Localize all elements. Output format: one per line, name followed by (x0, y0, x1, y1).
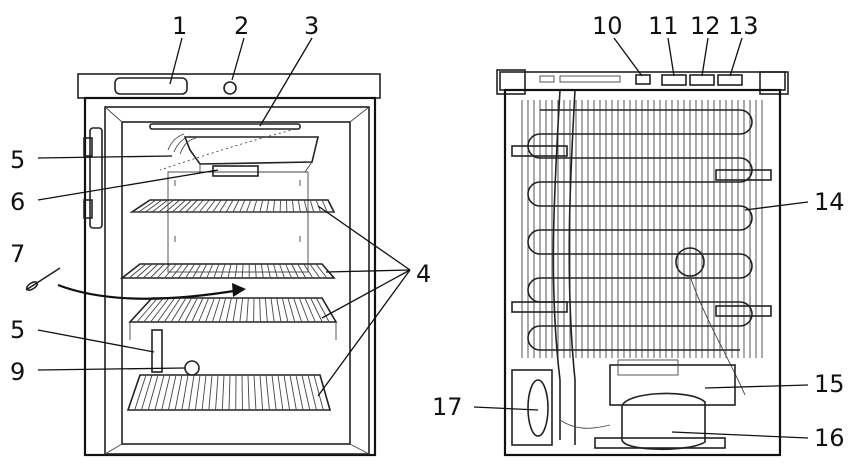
shelf-3 (130, 298, 336, 340)
callout-5-bottom: 5 (10, 316, 25, 344)
callout-16: 16 (814, 424, 845, 452)
shelf-2 (122, 264, 334, 278)
indicator-knob (224, 82, 236, 94)
shelf-4 (128, 375, 330, 410)
callout-4: 4 (416, 260, 431, 288)
front-view (25, 74, 380, 455)
callout-13: 13 (728, 12, 759, 40)
drain-hole (185, 361, 199, 375)
sensor-clip (152, 330, 162, 372)
thermostat (213, 166, 258, 176)
shelf-1 (132, 200, 334, 212)
callout-3: 3 (304, 12, 319, 40)
callout-2: 2 (234, 12, 249, 40)
callout-5-top: 5 (10, 146, 25, 174)
display-panel (115, 78, 187, 94)
callout-15: 15 (814, 370, 845, 398)
back-view (497, 70, 788, 455)
callout-17: 17 (432, 393, 463, 421)
door-frame (105, 107, 369, 454)
callout-6: 6 (10, 188, 25, 216)
fan-motor (528, 380, 548, 436)
connector-11 (662, 75, 686, 85)
connector-12 (690, 75, 714, 85)
temperature-probe (25, 268, 60, 292)
callout-11: 11 (648, 12, 679, 40)
cabinet-body (85, 98, 375, 455)
callout-10: 10 (592, 12, 623, 40)
light-bar (150, 124, 300, 129)
side-bracket (512, 370, 552, 445)
callout-7: 7 (10, 240, 25, 268)
callout-14: 14 (814, 188, 845, 216)
compressor (622, 393, 705, 449)
callout-12: 12 (690, 12, 721, 40)
back-panel (168, 172, 308, 272)
callout-9: 9 (10, 358, 25, 386)
callout-1: 1 (172, 12, 187, 40)
connector-10 (636, 75, 650, 84)
connector-13 (718, 75, 742, 85)
